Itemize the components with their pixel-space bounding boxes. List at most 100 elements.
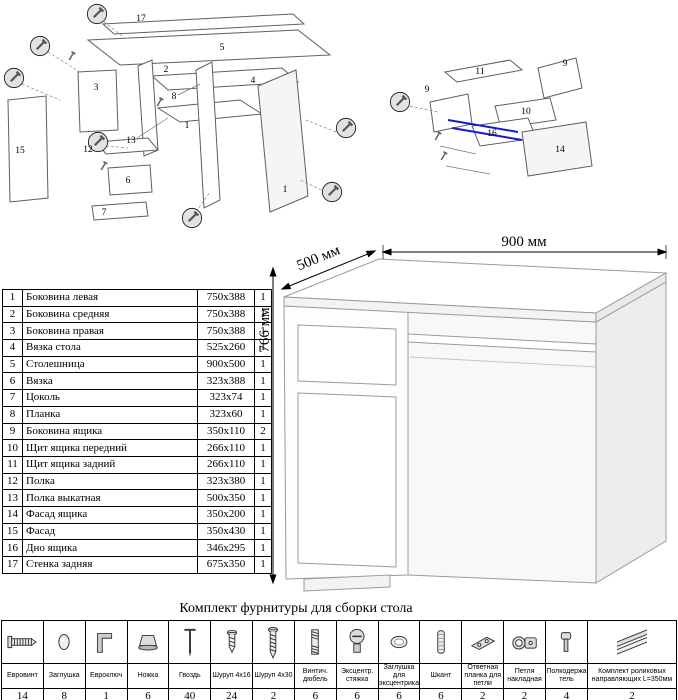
hardware-item-qty: 2 <box>461 688 505 700</box>
depth-label: 500 мм <box>295 242 343 274</box>
nail-icon <box>175 623 205 661</box>
part-number: 6 <box>2 372 23 391</box>
part-qty: 1 <box>254 539 272 557</box>
part-qty: 1 <box>254 289 272 307</box>
part-qty: 1 <box>254 355 272 374</box>
rail-panel-4 <box>150 67 300 91</box>
callout-12: 12 <box>83 145 93 155</box>
part-number: 8 <box>2 405 23 424</box>
confirmat-screw-icon <box>7 623 37 661</box>
furniture-leg-icon <box>133 623 163 661</box>
hardware-item-qty: 1 <box>84 688 128 700</box>
hardware-icon-cell <box>461 620 505 664</box>
back-panel-17 <box>101 13 306 35</box>
screw-long-icon <box>258 623 288 661</box>
part-number: 14 <box>2 505 23 524</box>
hardware-icon-cell <box>335 620 379 664</box>
threaded-dowel-icon <box>300 623 330 661</box>
exploded-view-drawer: 11 9 9 10 16 14 <box>389 57 593 177</box>
part-number: 5 <box>2 355 23 374</box>
hardware-icon-cell <box>252 620 295 664</box>
part-name: Фасад <box>22 522 198 541</box>
part-qty: 1 <box>254 389 272 407</box>
part-size: 266x110 <box>197 439 255 457</box>
hex-key-icon <box>91 623 121 661</box>
drawer-side-9-right <box>537 57 583 99</box>
part-qty: 1 <box>254 439 272 457</box>
hardware-icon-cell <box>503 620 546 664</box>
callout-5: 5 <box>220 43 225 53</box>
part-number: 11 <box>2 455 23 474</box>
tabletop-panel-5 <box>86 29 332 66</box>
hardware-item-qty: 6 <box>293 688 337 700</box>
part-name: Полка выкатная <box>22 489 198 507</box>
part-qty: 1 <box>254 322 272 341</box>
middle-side-panel <box>195 61 221 209</box>
hardware-icon-cell <box>84 620 128 664</box>
callout-11: 11 <box>475 67 484 77</box>
part-name: Боковина правая <box>22 322 198 341</box>
callout-3: 3 <box>94 83 99 93</box>
callout-13: 13 <box>126 136 136 146</box>
bay-back <box>407 311 597 584</box>
part-size: 750x388 <box>197 305 255 324</box>
part-name: Щит ящика задний <box>22 455 198 474</box>
part-qty: 1 <box>254 305 272 324</box>
callout-17: 17 <box>136 14 146 24</box>
part-number: 1 <box>2 289 23 307</box>
hardware-icon-cell <box>544 620 589 664</box>
part-qty: 1 <box>254 489 272 507</box>
callout-8: 8 <box>172 92 177 102</box>
base-plinth <box>303 574 391 592</box>
hardware-item-qty: 6 <box>419 688 463 700</box>
part-number: 12 <box>2 472 23 491</box>
part-size: 750x388 <box>197 289 255 307</box>
screw-icon <box>217 623 247 661</box>
part-number: 9 <box>2 422 23 441</box>
hardware-kit-title: Комплект фурнитуры для сборки стола <box>179 601 413 616</box>
part-size: 525x260 <box>197 339 255 357</box>
hardware-icon-cell <box>1 620 44 664</box>
roller-guide-highlight <box>451 127 523 141</box>
hardware-item-qty: 6 <box>335 688 379 700</box>
part-qty: 1 <box>254 522 272 541</box>
part-name: Боковина средняя <box>22 305 198 324</box>
part-size: 350x110 <box>197 422 255 441</box>
hardware-icon-cell <box>42 620 86 664</box>
hardware-item-name: Ножка <box>126 662 170 690</box>
callout-1b: 1 <box>283 185 288 195</box>
hardware-item-qty: 4 <box>544 688 589 700</box>
part-name: Планка <box>22 405 198 424</box>
hardware-item-name: Полкодержатель <box>544 662 589 690</box>
eccentric-cam-icon <box>342 623 372 661</box>
width-dimension <box>381 245 668 259</box>
part-qty: 1 <box>254 455 272 474</box>
part-size: 323x60 <box>197 405 255 424</box>
fastener-detail-icon <box>321 181 343 203</box>
part-number: 3 <box>2 322 23 341</box>
part-number: 2 <box>2 305 23 324</box>
width-label: 900 мм <box>501 235 547 250</box>
callout-1a: 1 <box>185 121 190 131</box>
desk-3d-view: 900 мм 500 мм 766 мм <box>258 235 668 592</box>
fastener-detail-icon <box>181 207 203 229</box>
hardware-icon-cell <box>419 620 463 664</box>
part-size: 323x388 <box>197 372 255 391</box>
hardware-item-name: Заглушка <box>42 662 86 690</box>
part-number: 4 <box>2 339 23 357</box>
part-number: 17 <box>2 556 23 574</box>
drawer-back-11 <box>443 59 524 83</box>
callout-2: 2 <box>164 65 169 75</box>
hardware-item-qty: 2 <box>503 688 546 700</box>
